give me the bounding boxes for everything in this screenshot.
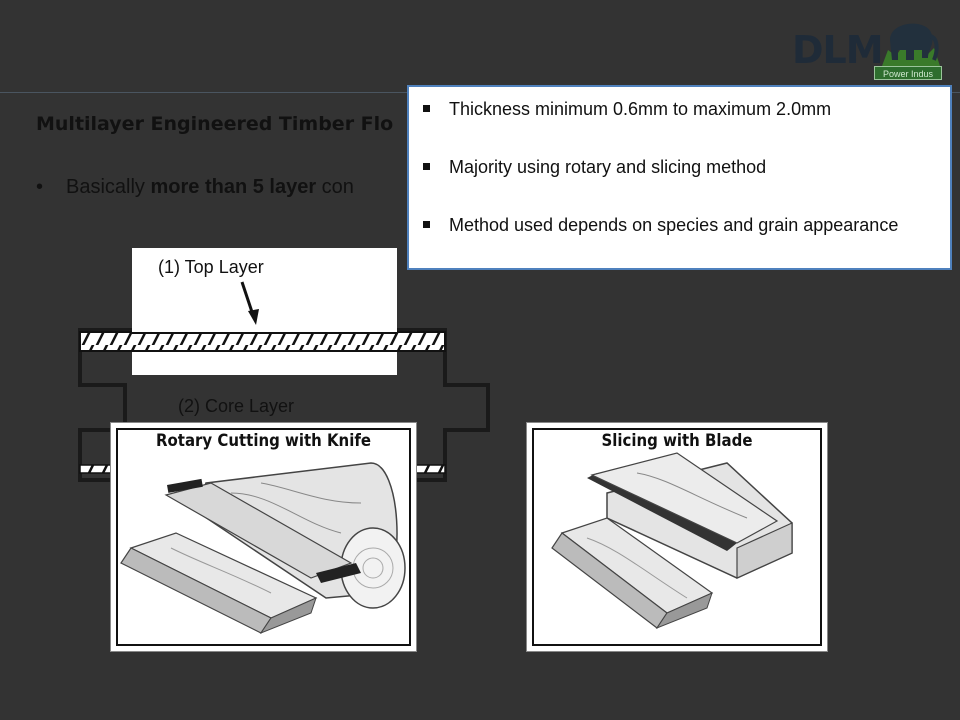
callout-item: Thickness minimum 0.6mm to maximum 2.0mm xyxy=(419,95,940,123)
slicing-figure-frame xyxy=(532,428,822,646)
elephant-icon xyxy=(882,23,940,66)
callout-list: Thickness minimum 0.6mm to maximum 2.0mm… xyxy=(419,95,940,239)
bullet-bold-text: more than 5 layer xyxy=(150,176,317,198)
top-layer-label: (1) Top Layer xyxy=(158,257,264,277)
info-callout: Thickness minimum 0.6mm to maximum 2.0mm… xyxy=(407,85,952,270)
square-bullet-icon xyxy=(423,221,430,228)
callout-item-text: Thickness minimum 0.6mm to maximum 2.0mm xyxy=(449,99,832,119)
slide-heading: Multilayer Engineered Timber Flo xyxy=(36,113,394,135)
logo-text: DLM xyxy=(792,28,884,72)
company-logo: DLM Power Indus xyxy=(788,8,950,84)
core-layer-label: (2) Core Layer xyxy=(178,396,295,416)
rotary-figure-title: Rotary Cutting with Knife xyxy=(156,431,371,451)
rotary-cutting-illustration xyxy=(120,462,406,635)
rotary-figure-frame xyxy=(116,428,411,646)
bullet-item: • Basically more than 5 layer con xyxy=(36,176,354,199)
logo-tagline: Power Indus xyxy=(874,66,942,80)
bullet-suffix: con xyxy=(316,176,354,198)
square-bullet-icon xyxy=(423,163,430,170)
slicing-figure: Slicing with Blade xyxy=(526,422,828,652)
callout-item: Method used depends on species and grain… xyxy=(419,211,940,239)
callout-item-text: Majority using rotary and slicing method xyxy=(449,157,767,177)
bullet-marker: • xyxy=(36,176,44,198)
square-bullet-icon xyxy=(423,105,430,112)
slicing-figure-title: Slicing with Blade xyxy=(601,431,753,451)
bullet-prefix: Basically xyxy=(66,176,151,198)
callout-item: Majority using rotary and slicing method xyxy=(419,153,940,181)
rotary-cutting-figure: Rotary Cutting with Knife xyxy=(110,422,417,652)
callout-item-text: Method used depends on species and grain… xyxy=(449,215,899,235)
slicing-blade-illustration xyxy=(551,452,793,630)
